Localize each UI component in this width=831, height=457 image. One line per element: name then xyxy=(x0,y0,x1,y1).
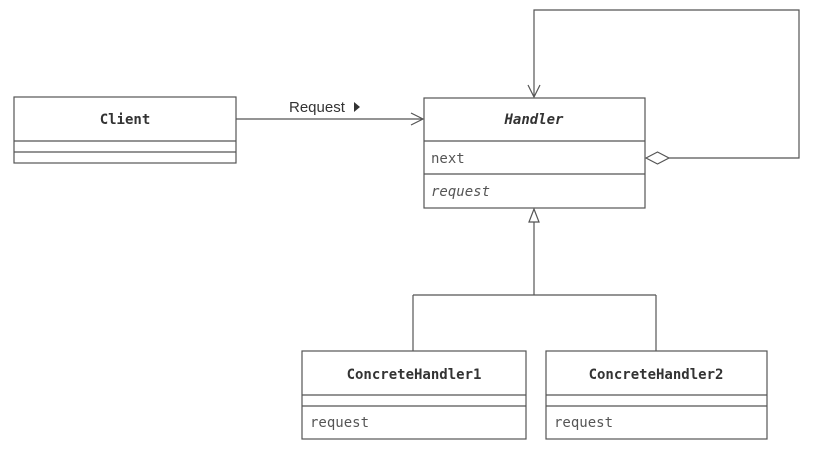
handler-operation-request: request xyxy=(431,184,490,200)
concrete-handler-2-class-name: ConcreteHandler2 xyxy=(589,367,724,383)
successor-aggregation[interactable] xyxy=(527,9,800,165)
client-class-name: Client xyxy=(100,112,151,128)
client-class[interactable]: Client xyxy=(13,96,237,164)
concrete-handler-1-class[interactable]: ConcreteHandler1 request xyxy=(301,350,527,440)
request-association[interactable]: Request xyxy=(236,99,425,126)
handler-class-name: Handler xyxy=(503,112,564,128)
client-class-box xyxy=(13,96,237,164)
concrete-handler-2-class[interactable]: ConcreteHandler2 request xyxy=(545,350,768,440)
request-association-label: Request xyxy=(289,99,346,116)
concrete-handler-1-class-name: ConcreteHandler1 xyxy=(347,367,482,383)
inheritance-triangle-icon xyxy=(528,207,540,223)
handler-attribute-next: next xyxy=(431,151,465,167)
request-arrowhead xyxy=(410,112,425,126)
handler-class[interactable]: Handler next request xyxy=(423,97,646,209)
successor-loop-line xyxy=(533,9,800,159)
inheritance-hierarchy[interactable] xyxy=(412,207,657,351)
aggregation-diamond-icon xyxy=(644,151,671,165)
concrete-handler-2-operation-request: request xyxy=(554,415,613,431)
handler-class-box xyxy=(423,97,646,209)
request-direction-triangle-icon xyxy=(354,102,360,112)
successor-arrowhead xyxy=(527,84,541,99)
concrete-handler-1-operation-request: request xyxy=(310,415,369,431)
